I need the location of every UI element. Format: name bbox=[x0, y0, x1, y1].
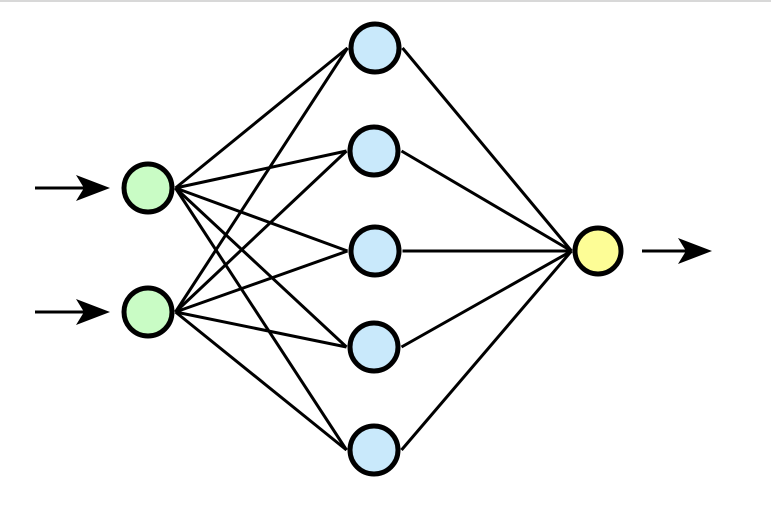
edge-hidden1-output1 bbox=[401, 47, 573, 252]
hidden-node-3 bbox=[348, 224, 402, 278]
edge-hidden5-output1 bbox=[400, 250, 573, 451]
edge-input2-hidden5 bbox=[174, 310, 348, 452]
input-arrow-2-head bbox=[76, 299, 110, 325]
edge-input1-hidden1 bbox=[174, 46, 349, 190]
window-top-border bbox=[0, 0, 771, 2]
edge-input2-hidden3 bbox=[174, 249, 349, 314]
hidden-node-1 bbox=[348, 21, 402, 75]
edge-input2-hidden1 bbox=[174, 47, 349, 313]
input-arrow-1-head bbox=[76, 175, 110, 201]
edge-input2-hidden4 bbox=[175, 310, 347, 349]
edge-input1-hidden5 bbox=[174, 187, 348, 451]
edge-input1-hidden2 bbox=[175, 149, 347, 190]
hidden-node-5 bbox=[347, 423, 401, 477]
output-node-1 bbox=[572, 225, 624, 277]
edge-input2-hidden2 bbox=[174, 149, 348, 314]
input-node-1 bbox=[121, 161, 175, 215]
input-node-2 bbox=[121, 285, 175, 339]
hidden-node-2 bbox=[347, 124, 401, 178]
edge-hidden2-output1 bbox=[400, 149, 573, 253]
edge-input1-hidden4 bbox=[174, 186, 348, 349]
edge-hidden4-output1 bbox=[400, 249, 573, 349]
output-arrow-head bbox=[678, 238, 712, 264]
edge-input1-hidden3 bbox=[174, 186, 349, 253]
hidden-node-4 bbox=[347, 320, 401, 374]
